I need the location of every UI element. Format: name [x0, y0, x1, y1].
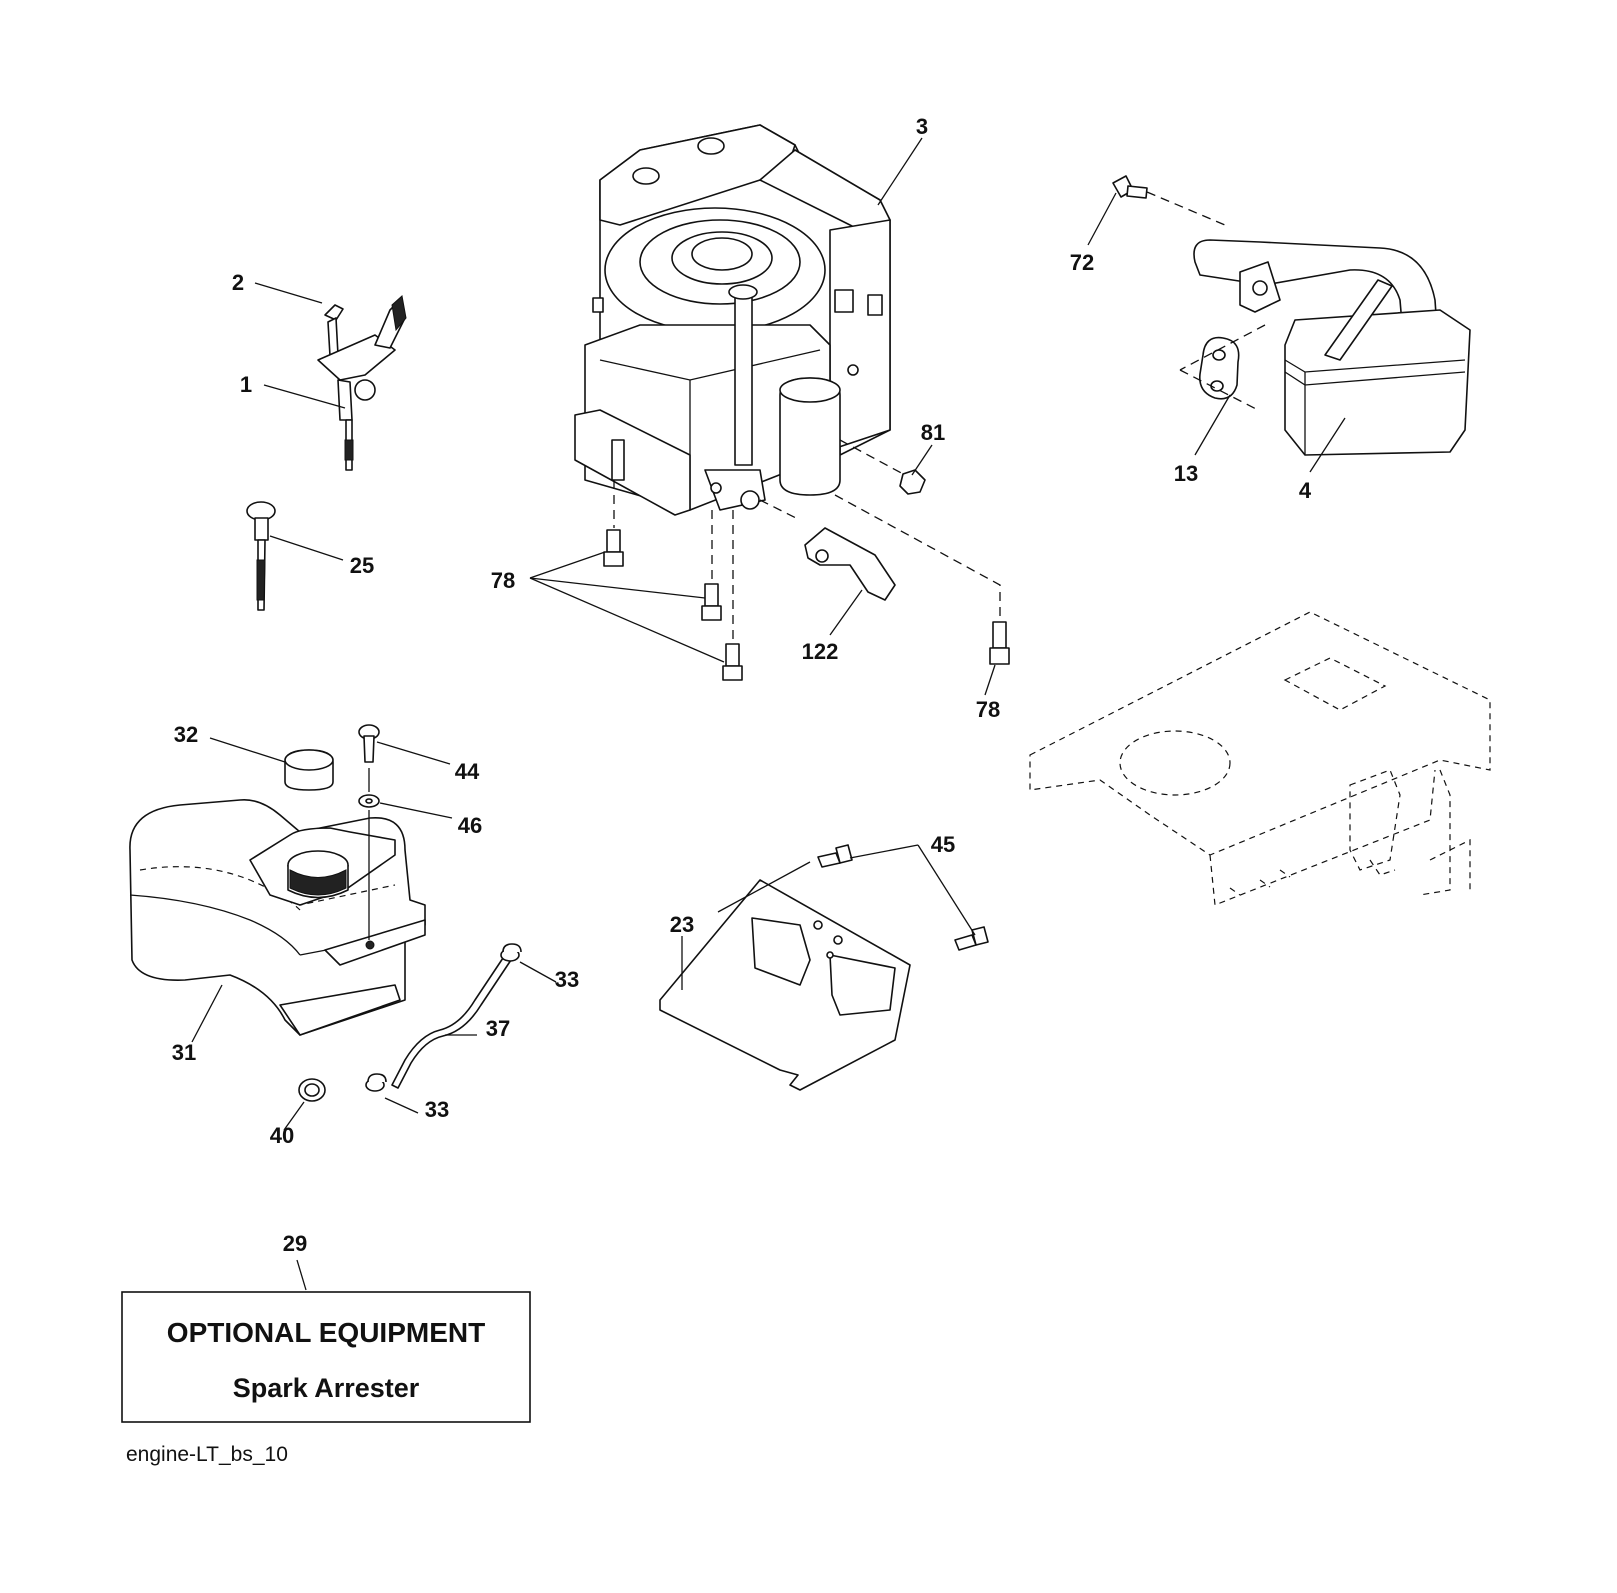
callout-4: 4 — [1299, 478, 1312, 503]
callout-31: 31 — [172, 1040, 196, 1065]
callout-32: 32 — [174, 722, 198, 747]
callout-45: 45 — [931, 832, 955, 857]
muffler-assembly — [1112, 175, 1471, 456]
callout-33-top: 33 — [555, 967, 579, 992]
muffler-guard — [659, 844, 989, 1091]
heat-shield — [759, 499, 896, 601]
choke-knob — [246, 501, 276, 611]
diagram-reference: engine-LT_bs_10 — [126, 1443, 288, 1466]
callout-25: 25 — [350, 553, 374, 578]
callout-29: 29 — [283, 1231, 307, 1256]
engine-bolts — [603, 439, 1010, 681]
callout-37: 37 — [486, 1016, 510, 1041]
callout-2: 2 — [232, 270, 244, 295]
optional-equipment-title: OPTIONAL EQUIPMENT — [167, 1317, 485, 1348]
chassis-frame — [1029, 611, 1491, 906]
callout-81: 81 — [921, 420, 945, 445]
callout-23: 23 — [670, 912, 694, 937]
throttle-control — [317, 295, 407, 471]
callout-1: 1 — [240, 372, 252, 397]
callout-40: 40 — [270, 1123, 294, 1148]
optional-equipment-box: OPTIONAL EQUIPMENT Spark Arrester — [121, 1291, 531, 1423]
callout-13: 13 — [1174, 461, 1198, 486]
callout-122: 122 — [802, 639, 839, 664]
leader-lines — [191, 137, 1346, 1291]
callout-44: 44 — [455, 759, 480, 784]
engine-assembly — [574, 124, 891, 516]
fuel-tank — [129, 724, 426, 1036]
callout-3: 3 — [916, 114, 928, 139]
optional-equipment-subtitle: Spark Arrester — [233, 1373, 420, 1403]
callout-33-bottom: 33 — [425, 1097, 449, 1122]
callout-labels: 3 72 2 1 81 13 4 25 78 122 78 32 44 46 4… — [172, 114, 1312, 1256]
callout-78-right: 78 — [976, 697, 1000, 722]
callout-46: 46 — [458, 813, 482, 838]
callout-78-left: 78 — [491, 568, 515, 593]
fuel-line — [298, 943, 522, 1102]
callout-72: 72 — [1070, 250, 1094, 275]
